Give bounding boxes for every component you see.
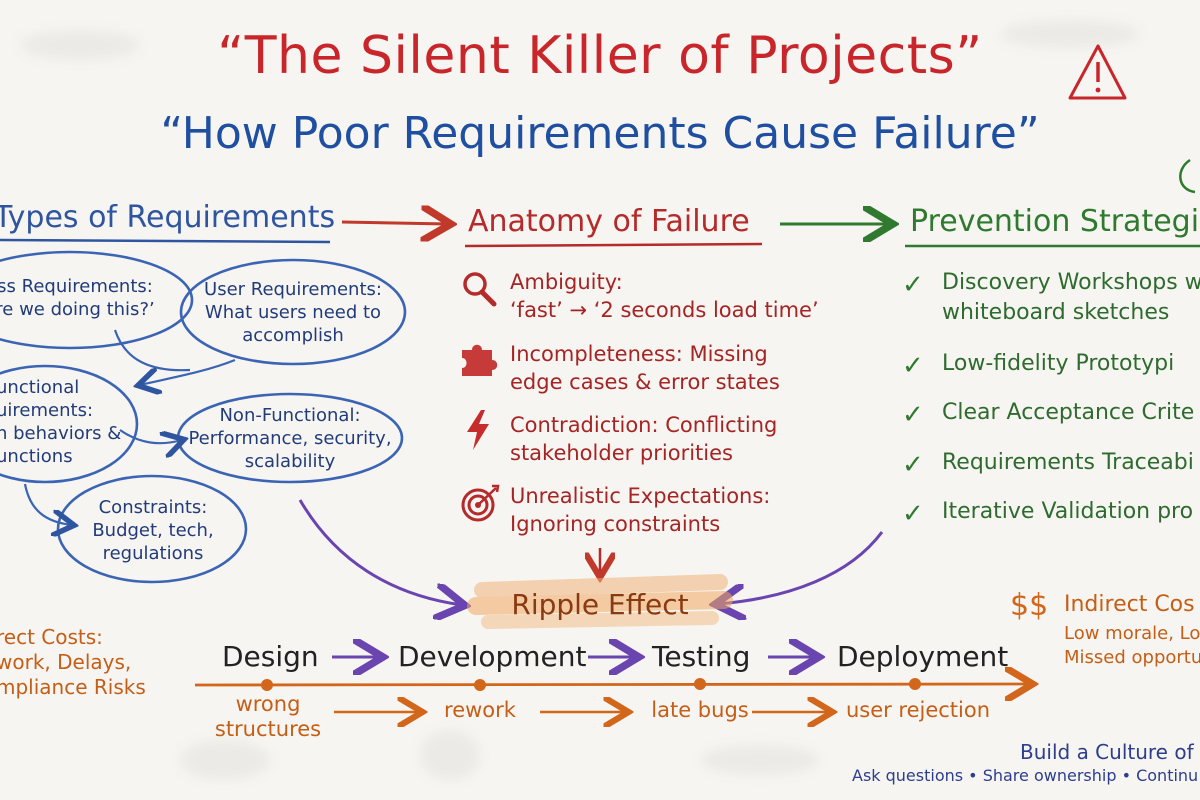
stage-note-testing: late bugs	[651, 698, 749, 722]
business-requirements-bubble: ss Requirements: re we doing this?’	[0, 275, 160, 321]
failure-line: stakeholder priorities	[510, 441, 733, 465]
prevention-line: Low-fidelity Prototypi	[942, 351, 1175, 376]
failure-item-contradiction: Contradiction: Conflicting stakeholder p…	[510, 411, 777, 467]
cost-line: Missed opportu	[1064, 647, 1200, 668]
note-line: structures	[214, 717, 322, 741]
failure-line: ‘fast’ → ‘2 seconds load time’	[510, 298, 819, 322]
cost-line: work, Delays,	[0, 650, 132, 674]
types-heading: Types of Requirements	[0, 200, 336, 235]
failure-line: Contradiction: Conflicting	[510, 413, 778, 437]
bubble-line: scalability	[244, 451, 336, 472]
checkmark-icon: ✓	[902, 499, 924, 529]
failure-line: Ignoring constraints	[510, 512, 721, 536]
dollar-icon: $$	[1010, 588, 1049, 623]
note-line: wrong	[235, 692, 301, 716]
bubble-line: accomplish	[242, 325, 344, 346]
bubble-line: uirements:	[0, 400, 94, 421]
stage-design: Design	[222, 640, 319, 673]
magnifier-icon	[463, 272, 497, 307]
stage-testing: Testing	[652, 640, 751, 673]
prevention-heading: Prevention Strategi	[910, 204, 1200, 239]
bubble-line: Performance, security,	[188, 428, 392, 449]
target-icon	[461, 484, 500, 522]
culture-line: Ask questions • Share ownership • Contin…	[852, 766, 1199, 785]
checkmark-icon: ✓	[902, 351, 924, 381]
direct-costs: rect Costs: work, Delays, mpliance Risks	[0, 625, 146, 700]
culture-title: Build a Culture of	[1020, 740, 1194, 764]
checkmark-icon: ✓	[902, 400, 924, 430]
user-requirements-bubble: User Requirements: What users need to ac…	[193, 278, 393, 347]
failure-item-ambiguity: Ambiguity: ‘fast’ → ‘2 seconds load time…	[510, 268, 819, 324]
indirect-costs-title: Indirect Cos	[1064, 592, 1195, 617]
ripple-effect-label: Ripple Effect	[511, 588, 689, 621]
puzzle-icon	[462, 344, 498, 376]
non-functional-bubble: Non-Functional: Performance, security, s…	[180, 404, 400, 473]
failure-line: edge cases & error states	[510, 370, 780, 394]
prevention-line: whiteboard sketches	[942, 300, 1170, 325]
stage-note-design: wrong structures	[198, 692, 338, 742]
stage-deployment: Deployment	[837, 640, 1009, 673]
bubble-line: What users need to	[204, 302, 382, 323]
bubble-line: Non-Functional:	[219, 405, 361, 426]
bubble-line: re we doing this?’	[0, 299, 155, 320]
prevention-line: Requirements Traceabi	[942, 450, 1194, 475]
checkmark-icon: ✓	[902, 450, 924, 480]
failure-line: Unrealistic Expectations:	[510, 484, 771, 508]
failure-heading: Anatomy of Failure	[468, 204, 750, 239]
stage-note-deployment: user rejection	[845, 698, 991, 722]
bubble-line: regulations	[102, 543, 204, 564]
constraints-bubble: Constraints: Budget, tech, regulations	[78, 496, 228, 565]
prevention-line: Iterative Validation pro	[942, 499, 1194, 524]
lightning-icon	[467, 410, 489, 450]
failure-line: Ambiguity:	[510, 270, 623, 294]
failure-line: Incompleteness: Missing	[510, 342, 768, 366]
bubble-line: ss Requirements:	[0, 276, 153, 297]
prevention-line: Clear Acceptance Crite	[942, 400, 1195, 425]
stage-development: Development	[398, 640, 587, 673]
indirect-costs-detail: Low morale, Lo Missed opportu	[1064, 622, 1200, 670]
warning-icon	[1068, 44, 1127, 100]
failure-item-incompleteness: Incompleteness: Missing edge cases & err…	[510, 340, 780, 396]
subtitle: “How Poor Requirements Cause Failure”	[160, 108, 1040, 159]
bubble-line: Budget, tech,	[92, 520, 214, 541]
prevention-line: Discovery Workshops w	[942, 270, 1200, 295]
bubble-line: Constraints:	[98, 497, 208, 518]
bubble-line: unctional	[0, 377, 80, 398]
bubble-line: User Requirements:	[204, 279, 382, 300]
main-title: “The Silent Killer of Projects”	[217, 26, 983, 86]
bubble-line: unctions	[0, 446, 73, 467]
cost-line: mpliance Risks	[0, 675, 146, 699]
cost-line: Low morale, Lo	[1064, 623, 1200, 644]
cost-line: rect Costs:	[0, 625, 103, 649]
stage-note-development: rework	[444, 698, 516, 722]
failure-item-unrealistic: Unrealistic Expectations: Ignoring const…	[510, 482, 770, 538]
checkmark-icon: ✓	[902, 270, 924, 300]
bubble-line: n behaviors &	[0, 423, 122, 444]
functional-requirements-bubble: unctional uirements: n behaviors & uncti…	[0, 376, 126, 468]
